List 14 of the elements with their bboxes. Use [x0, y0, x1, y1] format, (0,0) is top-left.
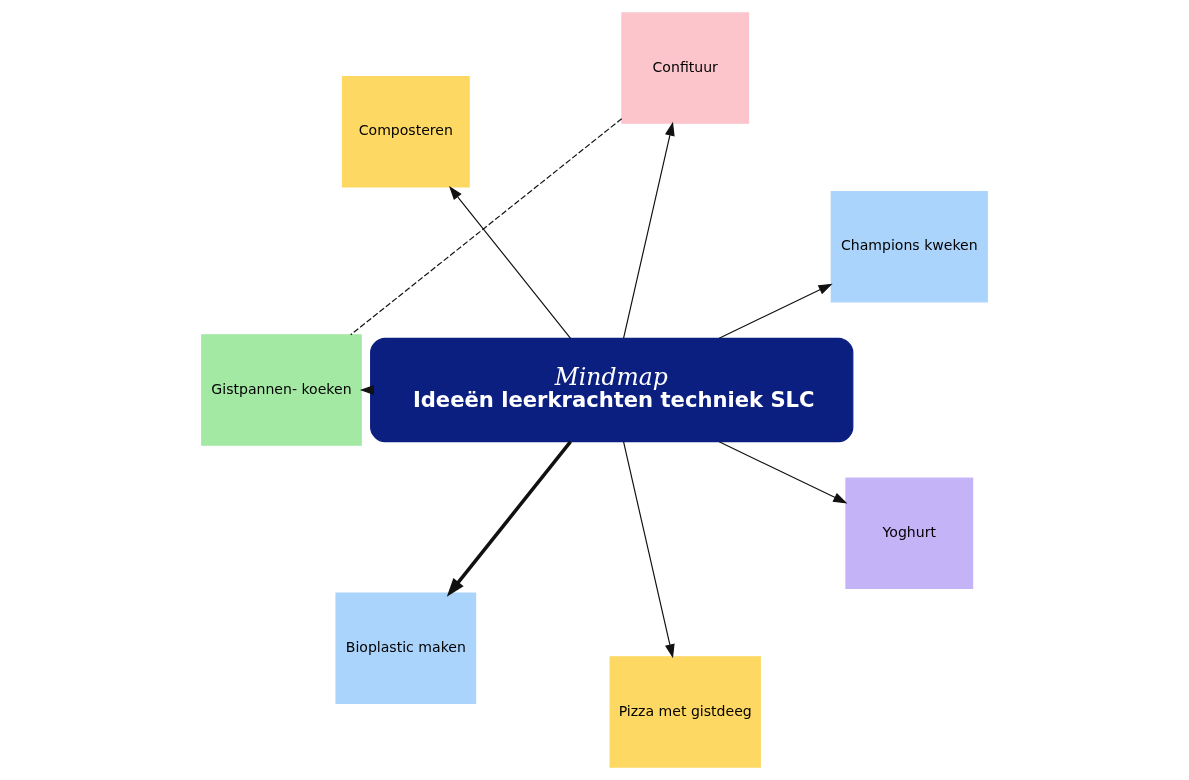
node-box: Bioplastic maken: [335, 592, 477, 704]
arrow: [446, 440, 572, 597]
node-box: Gistpannen- koeken: [201, 334, 362, 446]
arrow: [622, 441, 675, 659]
node-box: Champions kweken: [830, 191, 988, 303]
node-box: Composteren: [341, 76, 470, 188]
arrow: [449, 185, 572, 339]
arrow: [718, 441, 848, 504]
node-box: Confituur: [621, 12, 750, 124]
connector: [350, 118, 623, 336]
node-box: Pizza met gistdeeg: [609, 656, 761, 768]
arrow: [622, 121, 675, 339]
node-box: Yoghurt: [845, 477, 974, 589]
arrow: [718, 283, 833, 339]
